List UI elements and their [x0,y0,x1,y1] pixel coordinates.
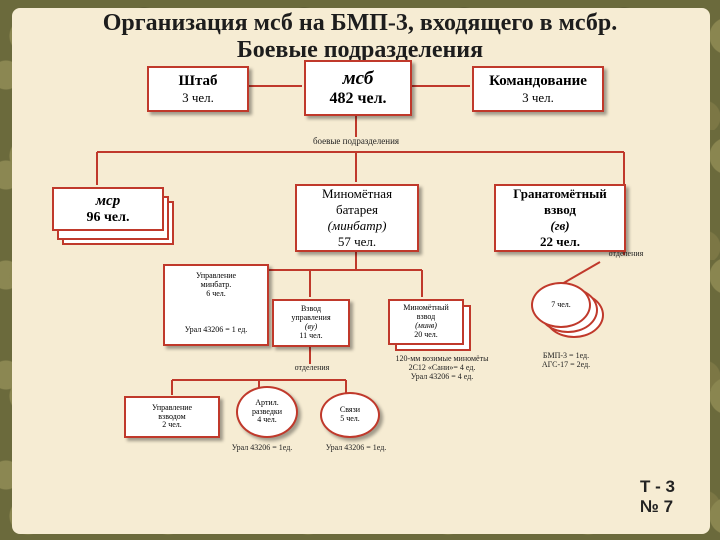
platoon-mgmt-line2: взводом [158,411,186,421]
mgmt-minbatr-line3: 6 чел. [206,288,226,298]
battery-abbr: (минбатр) [327,218,387,233]
title-line-1: Организация мсб на БМП-3, входящего в мс… [102,10,618,36]
mgmt-minbatr-box: Управление минбатр. 6 чел. Урал 43206 = … [163,264,269,346]
control-line1: Взвод [300,304,322,314]
title-line-2: Боевые подразделения [236,37,484,63]
command-count: 3 чел. [522,89,554,105]
mortar-platoon-line2: взвод [416,312,436,322]
hq-count: 3 чел. [182,89,214,105]
mortar-battery-box: Миномётная батарея (минбатр) 57 чел. [295,184,419,252]
platoon-mgmt-line3: 2 чел. [162,420,182,430]
mortar-equipment-line2: 2С12 «Сани»= 4 ед. [408,362,476,372]
squads-label-center: отделения [282,363,342,373]
platoon-mgmt-line1: Управление [151,402,193,412]
seven-count: 7 чел. [551,299,571,309]
artillery-recon-circle: Артил. разведки 4 чел. [236,386,298,438]
msb-name: мсб [342,68,374,89]
artillery-line1: Артил. [255,397,279,407]
mgmt-minbatr-line1: Управление [195,271,237,280]
bmp-equipment-text: БМП-3 = 1ед. АГС-17 = 2ед. [530,351,602,370]
hq-box: Штаб 3 чел. [147,66,249,112]
artillery-vehicle: Урал 43206 = 1ед. [231,443,293,452]
grenade-count: 22 чел. [540,234,580,249]
mgmt-minbatr-vehicle: Урал 43206 = 1 ед. [184,325,248,334]
command-box: Командование 3 чел. [472,66,604,112]
grenade-platoon-box: Гранатомётный взвод (гв) 22 чел. [494,184,626,252]
battery-count: 57 чел. [337,234,377,249]
mortar-equipment-text: 120-мм возимые миномёты 2С12 «Сани»= 4 е… [376,354,508,381]
mortar-platoon-line1: Миномётный [403,303,449,313]
control-abbr: (ву) [304,322,318,331]
combat-units-label: боевые подразделения [300,136,412,147]
control-line2: управления [291,313,331,323]
hq-name: Штаб [178,72,218,89]
artillery-line2: разведки [251,406,283,416]
grenade-line2: взвод [544,202,576,217]
squads-label-right: отделения [608,249,644,258]
signals-circle: Связи 5 чел. [320,392,380,438]
platoon-mgmt-box: Управление взводом 2 чел. [124,396,220,438]
msb-count: 482 чел. [329,90,387,107]
mortar-platoon-box: Миномётный взвод (минв) 20 чел. [388,299,464,345]
control-count: 11 чел. [299,330,323,340]
control-platoon-box: Взвод управления (ву) 11 чел. [272,299,350,347]
battery-line1: Миномётная [321,186,393,201]
mortar-equipment-line1: 120-мм возимые миномёты [395,354,489,363]
signals-vehicle: Урал 43206 = 1ед. [325,443,387,452]
mortar-equipment-line3: Урал 43206 = 4 ед. [410,371,474,381]
grenade-abbr: (гв) [550,218,570,233]
signals-line2: 5 чел. [340,414,360,423]
signals-line1: Связи [339,405,361,415]
seven-circle: 7 чел. [531,282,591,328]
command-name: Командование [489,72,587,89]
bmp-equipment-line2: АГС-17 = 2ед. [541,359,591,369]
grenade-line1: Гранатомётный [513,186,607,201]
msr-count: 96 чел. [86,209,130,225]
slide-code-line2: № 7 [640,497,674,516]
battery-line2: батарея [336,202,378,217]
mortar-platoon-abbr: (минв) [415,321,437,330]
mgmt-minbatr-line2: минбатр. [200,279,232,289]
msr-name: мср [95,192,121,209]
artillery-line3: 4 чел. [257,415,277,425]
msr-box: мср 96 чел. [52,187,164,231]
msb-box: мсб 482 чел. [304,60,412,116]
mortar-platoon-count: 20 чел. [414,329,438,339]
bmp-equipment-line1: БМП-3 = 1ед. [542,351,590,360]
slide-code-line1: Т - 3 [640,477,675,496]
